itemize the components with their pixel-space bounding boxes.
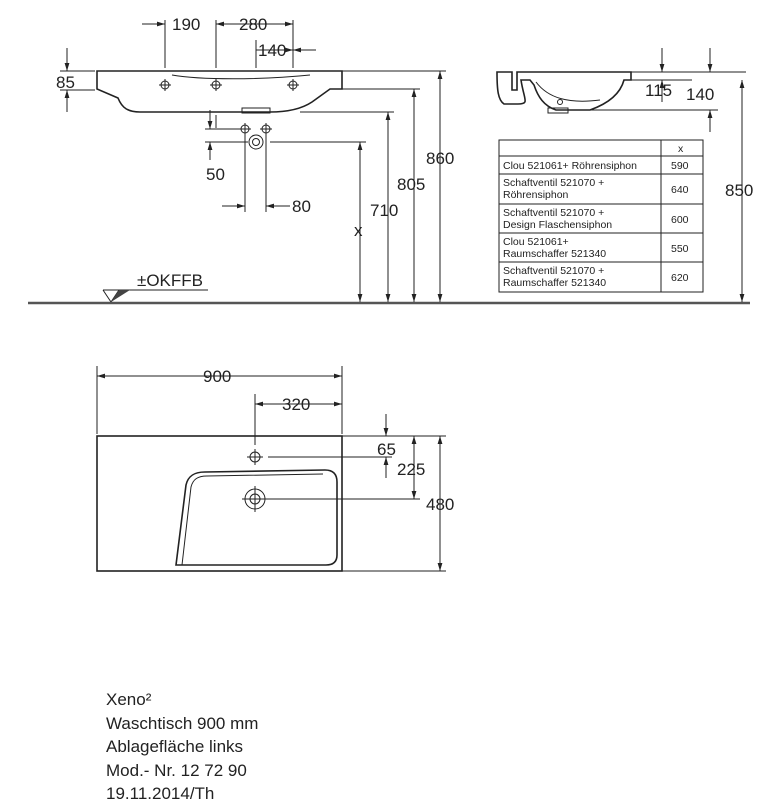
dim-x: x (354, 221, 363, 240)
dim-320: 320 (282, 395, 310, 414)
dim-80: 80 (292, 197, 311, 216)
table-row-2-line-2: Röhrensiphon (503, 189, 569, 201)
table-row-2-line-1: Schaftventil 521070 + (503, 177, 604, 189)
table-row-1-x: 590 (671, 160, 689, 172)
dim-900: 900 (203, 367, 231, 386)
dim-85: 85 (56, 73, 75, 92)
table-header-x: x (678, 143, 684, 155)
dim-480: 480 (426, 495, 454, 514)
product-name: Xeno² (106, 690, 152, 709)
dim-50: 50 (206, 165, 225, 184)
dim-140-section: 140 (686, 85, 714, 104)
table-row-5-line-2: Raumschaffer 521340 (503, 277, 606, 289)
dim-860: 860 (426, 149, 454, 168)
table-row-2-x: 640 (671, 184, 689, 196)
dim-850: 850 (725, 181, 753, 200)
front-elevation-view: 190 280 140 85 50 80 860 805 (56, 15, 454, 303)
siphon-table: x Clou 521061+ Röhrensiphon 590 Schaftve… (498, 139, 704, 293)
table-row-3-line-1: Schaftventil 521070 + (503, 207, 604, 219)
dim-115: 115 (645, 81, 672, 100)
table-row-1-line-1: Clou 521061+ Röhrensiphon (503, 160, 637, 172)
floor-level-label: ±OKFFB (137, 271, 203, 290)
table-row-4-line-1: Clou 521061+ (503, 236, 569, 248)
section-view: 115 140 850 (496, 48, 753, 302)
drawing-date: 19.11.2014/Th (106, 784, 215, 803)
table-row-3-line-2: Design Flaschensiphon (503, 219, 612, 231)
table-row-4-x: 550 (671, 243, 689, 255)
product-info-block: Xeno² Waschtisch 900 mm Ablagefläche lin… (106, 688, 258, 806)
dim-280: 280 (239, 15, 267, 34)
table-row-5-line-1: Schaftventil 521070 + (503, 265, 604, 277)
dim-805: 805 (397, 175, 425, 194)
dim-65: 65 (377, 440, 396, 459)
plan-view: 900 320 65 225 480 (96, 366, 454, 572)
product-description: Waschtisch 900 mm (106, 713, 259, 733)
table-row-3-x: 600 (671, 214, 689, 226)
dim-140-top: 140 (258, 41, 286, 60)
table-row-5-x: 620 (671, 272, 689, 284)
dim-225: 225 (397, 460, 425, 479)
product-variant: Ablagefläche links (106, 737, 244, 756)
dim-710: 710 (370, 201, 398, 220)
dim-190: 190 (172, 15, 200, 34)
table-row-4-line-2: Raumschaffer 521340 (503, 248, 606, 260)
model-number: Mod.- Nr. 12 72 90 (106, 760, 247, 780)
